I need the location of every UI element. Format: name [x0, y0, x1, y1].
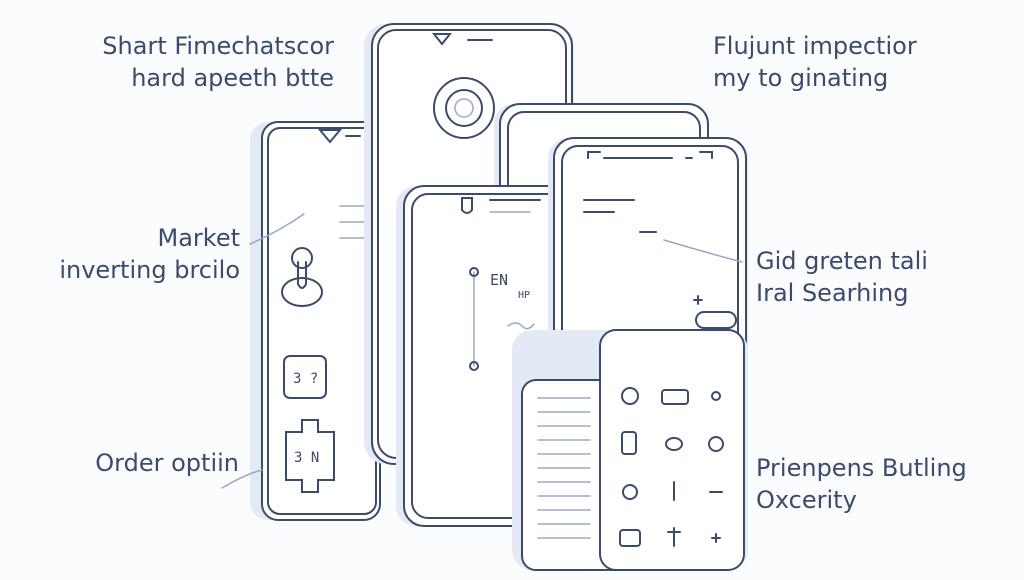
- label-bottom-left-line-1: Order optiin: [95, 449, 239, 477]
- connector-market: [249, 213, 305, 245]
- grid-icon: [619, 387, 724, 547]
- lock-icon: [461, 197, 473, 214]
- label-mid-left: Market inverting brcilo: [59, 222, 240, 286]
- card-icon: [619, 529, 641, 547]
- gear-icon: [433, 77, 495, 139]
- label-bottom-right: Prienpens Butling Oxcerity: [756, 452, 967, 516]
- hand-tap-icon: [281, 247, 323, 307]
- center-phone-sub: HP: [518, 290, 530, 301]
- center-phone-logo: EN: [490, 271, 508, 289]
- code-box: [283, 355, 327, 399]
- pen-icon: [693, 295, 703, 305]
- label-bottom-right-line-2: Oxcerity: [756, 486, 857, 514]
- label-bottom-right-line-1: Prienpens Butling: [756, 454, 967, 482]
- label-mid-left-line-2: inverting brcilo: [59, 256, 240, 284]
- puzzle-icon: [285, 419, 335, 493]
- label-mid-right-line-1: Gid greten tali: [756, 247, 928, 275]
- left-phone: 3 ? 3 N: [250, 121, 381, 521]
- left-phone-code: 3 ?: [293, 371, 318, 387]
- label-top-right-line-2: my to ginating: [713, 64, 889, 92]
- menu-icon: [431, 33, 453, 46]
- label-mid-right-line-2: Iral Searhing: [756, 279, 909, 307]
- label-top-right: Flujunt impectior my to ginating: [713, 30, 917, 94]
- label-top-right-line-1: Flujunt impectior: [713, 32, 917, 60]
- label-top-left: Shart Fimechatscor hard apeeth btte: [102, 30, 334, 94]
- label-mid-left-line-1: Market: [157, 224, 241, 252]
- menu-icon: [317, 129, 343, 144]
- grid-phone: [512, 329, 748, 571]
- label-mid-right: Gid greten tali Iral Searhing: [756, 245, 928, 309]
- left-phone-badge: 3 N: [294, 450, 319, 466]
- label-top-left-line-1: Shart Fimechatscor: [102, 32, 334, 60]
- label-top-left-line-2: hard apeeth btte: [131, 64, 334, 92]
- label-bottom-left: Order optiin: [95, 447, 239, 479]
- connector-order: [221, 469, 263, 489]
